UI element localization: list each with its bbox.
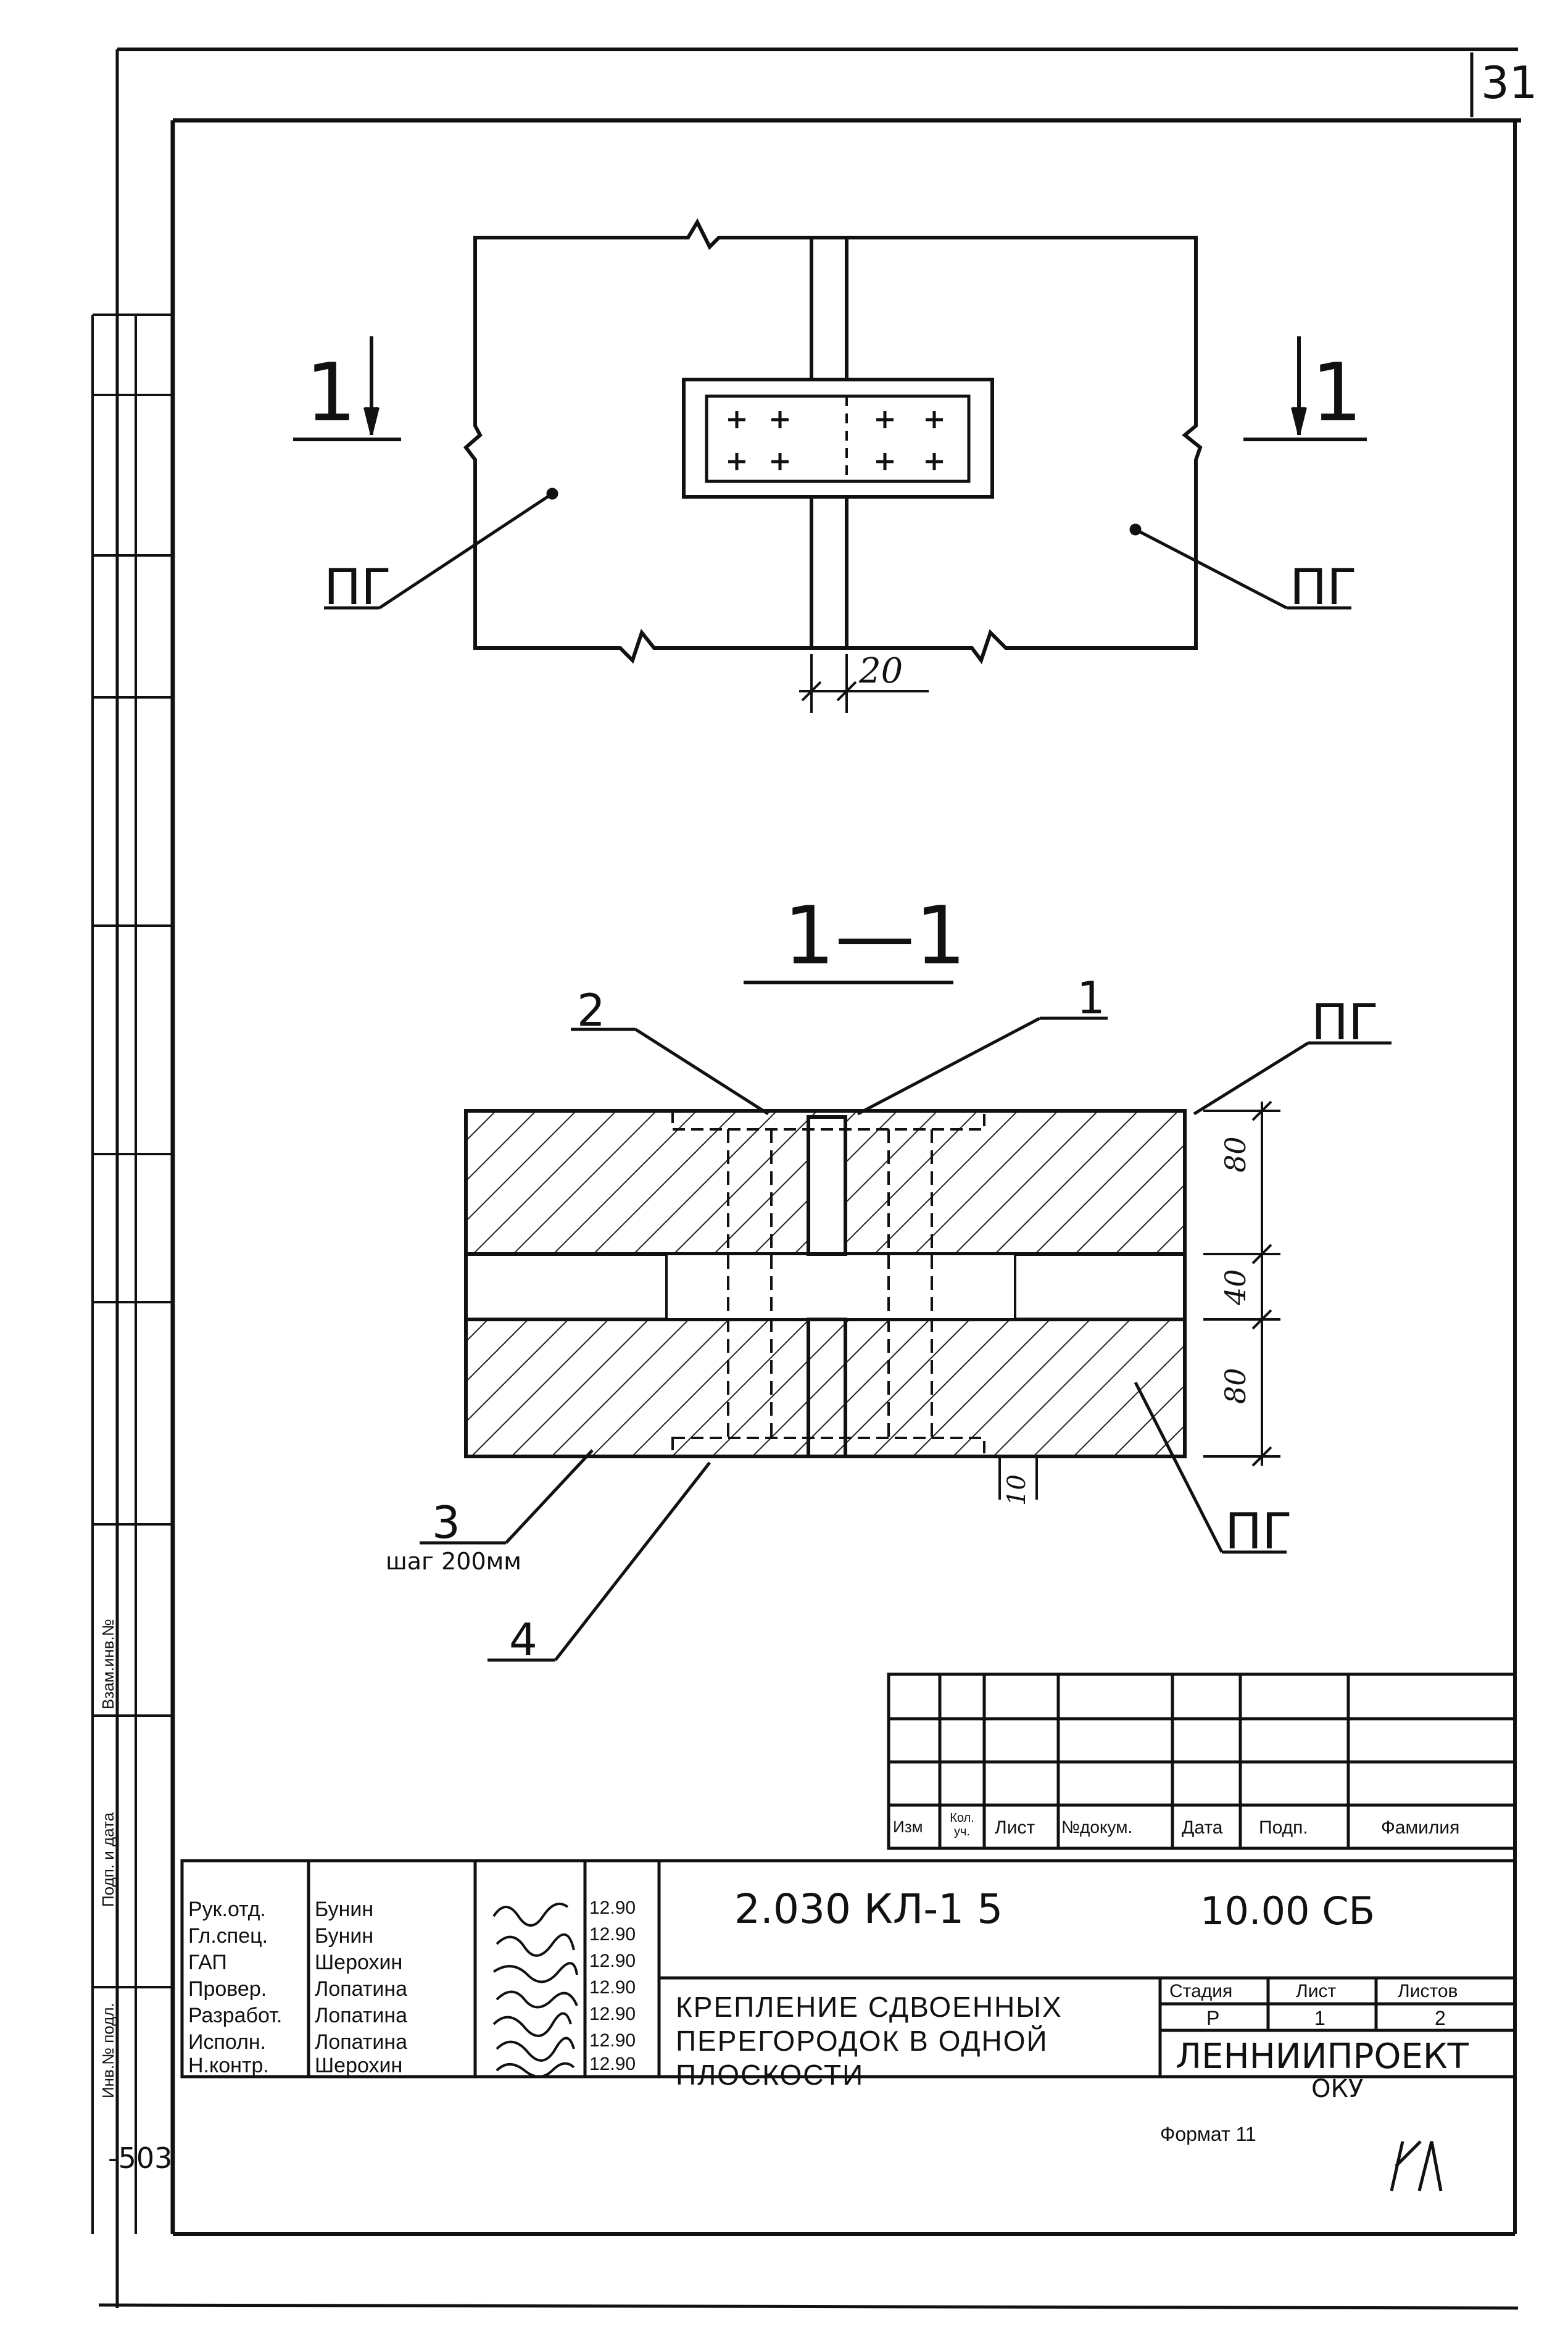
plan-section-mark-right — [1243, 336, 1367, 441]
sig-date: 12.90 — [589, 2030, 636, 2051]
plan-cover-plate — [682, 378, 994, 499]
rev-header-list: Лист — [995, 1817, 1035, 1838]
plan-gap-dimension — [799, 654, 929, 713]
sig-role: Исполн. — [188, 2030, 267, 2054]
sig-role: Н.контр. — [188, 2054, 269, 2077]
stage-value: Р — [1206, 2007, 1220, 2029]
stage-header: Стадия — [1169, 1981, 1233, 2001]
sheet-frame — [98, 48, 1521, 2310]
section-panel-bottom — [464, 1318, 1187, 1458]
plan-leader-right — [1129, 523, 1351, 610]
sheets-header: Листов — [1398, 1981, 1458, 2001]
sig-role: Гл.спец. — [188, 1924, 268, 1948]
sig-role: ГАП — [188, 1951, 227, 1974]
sig-name: Шерохин — [315, 1951, 403, 1974]
plan-section-mark-left — [293, 336, 401, 441]
sig-role: Рук.отд. — [188, 1898, 266, 1921]
title-block-grid — [180, 1859, 1517, 2079]
section-callout-leaders — [420, 1016, 1392, 1662]
sheet-header: Лист — [1296, 1981, 1337, 2001]
sig-date: 12.90 — [589, 1951, 636, 1971]
plan-fastener-marks — [728, 411, 943, 470]
document-suffix: 10.00 СБ — [1200, 1888, 1375, 1933]
panel-label-plan-left: ПГ — [324, 559, 391, 616]
sig-date: 12.90 — [589, 1898, 636, 1918]
plan-gap-dimension-value: 20 — [859, 651, 903, 691]
sheets-value: 2 — [1435, 2007, 1446, 2029]
callout-3: 3 — [432, 1497, 460, 1548]
sig-name: Шерохин — [315, 2054, 403, 2077]
sig-name: Лопатина — [315, 2004, 408, 2027]
revision-table-grid — [887, 1672, 1517, 1850]
dimension-80-bottom: 80 — [1219, 1368, 1252, 1404]
drawing-title-line-2: ПЕРЕГОРОДОК В ОДНОЙ — [676, 2025, 1048, 2057]
plan-view — [293, 218, 1367, 713]
strip-label-original-inv: Инв.№ подл. — [99, 2003, 117, 2098]
rev-header-sign: Подп. — [1259, 1817, 1308, 1838]
drawing-title-line-3: ПЛОСКОСТИ — [676, 2059, 865, 2091]
callout-2: 2 — [577, 984, 605, 1036]
callout-panel-top: ПГ — [1311, 994, 1379, 1051]
rev-header-surname: Фамилия — [1381, 1817, 1460, 1838]
panel-label-plan-right: ПГ — [1290, 559, 1357, 616]
callout-1: 1 — [1077, 972, 1105, 1024]
section-mark-left-number: 1 — [305, 346, 357, 439]
sig-date: 12.90 — [589, 2004, 636, 2024]
dimension-40: 40 — [1219, 1269, 1252, 1305]
section-dimension-lines — [998, 1100, 1280, 1500]
callout-4: 4 — [509, 1614, 537, 1666]
callout-panel-bottom: ПГ — [1225, 1503, 1292, 1560]
dimension-80-top: 80 — [1219, 1136, 1252, 1173]
plan-leader-left — [324, 488, 558, 610]
bottom-left-number: -503 — [108, 2141, 173, 2175]
sheet-value: 1 — [1314, 2007, 1325, 2029]
sig-date: 12.90 — [589, 1977, 636, 1998]
section-title: 1—1 — [784, 889, 966, 982]
rev-header-date: Дата — [1182, 1817, 1223, 1838]
dimension-10: 10 — [1003, 1474, 1031, 1506]
strip-label-sign-date: Подп. и дата — [99, 1812, 117, 1907]
signature-scribbles — [492, 1903, 578, 2078]
section-cover-plates — [671, 1110, 985, 1458]
section-fasteners — [727, 1129, 933, 1438]
sig-name: Бунин — [315, 1924, 374, 1948]
sig-role: Провер. — [188, 1977, 267, 2001]
sig-name: Бунин — [315, 1898, 374, 1921]
organization-division: ОКУ — [1311, 2075, 1364, 2103]
page-number: 31 — [1481, 57, 1538, 109]
callout-3-note: шаг 200мм — [386, 1548, 521, 1575]
section-mark-right-number: 1 — [1311, 346, 1363, 439]
organization-name: ЛЕННИИПРОЕКТ — [1176, 2037, 1469, 2077]
section-middle-layer — [464, 1253, 1187, 1321]
sig-date: 12.90 — [589, 1924, 636, 1945]
corner-mark-scribble — [1390, 2140, 1443, 2191]
section-joint — [807, 1115, 847, 1458]
sig-name: Лопатина — [315, 2030, 408, 2054]
format-label: Формат 11 — [1160, 2123, 1256, 2145]
rev-header-izm: Изм — [893, 1817, 923, 1836]
left-binding-strip — [91, 314, 173, 2234]
rev-header-kol-uch: Кол. уч. — [950, 1811, 974, 1838]
drawing-title-line-1: КРЕПЛЕНИЕ СДВОЕННЫХ — [676, 1991, 1063, 2023]
document-code: 2.030 КЛ-1 5 — [734, 1885, 1003, 1933]
section-view — [420, 981, 1392, 1662]
sig-role: Разработ. — [188, 2004, 283, 2027]
sig-date: 12.90 — [589, 2054, 636, 2074]
plan-panel-outline — [463, 218, 1203, 665]
sig-name: Лопатина — [315, 1977, 408, 2001]
rev-header-docnum: №докум. — [1061, 1817, 1133, 1837]
strip-label-replacement-inv: Взам.инв.№ — [99, 1619, 117, 1709]
